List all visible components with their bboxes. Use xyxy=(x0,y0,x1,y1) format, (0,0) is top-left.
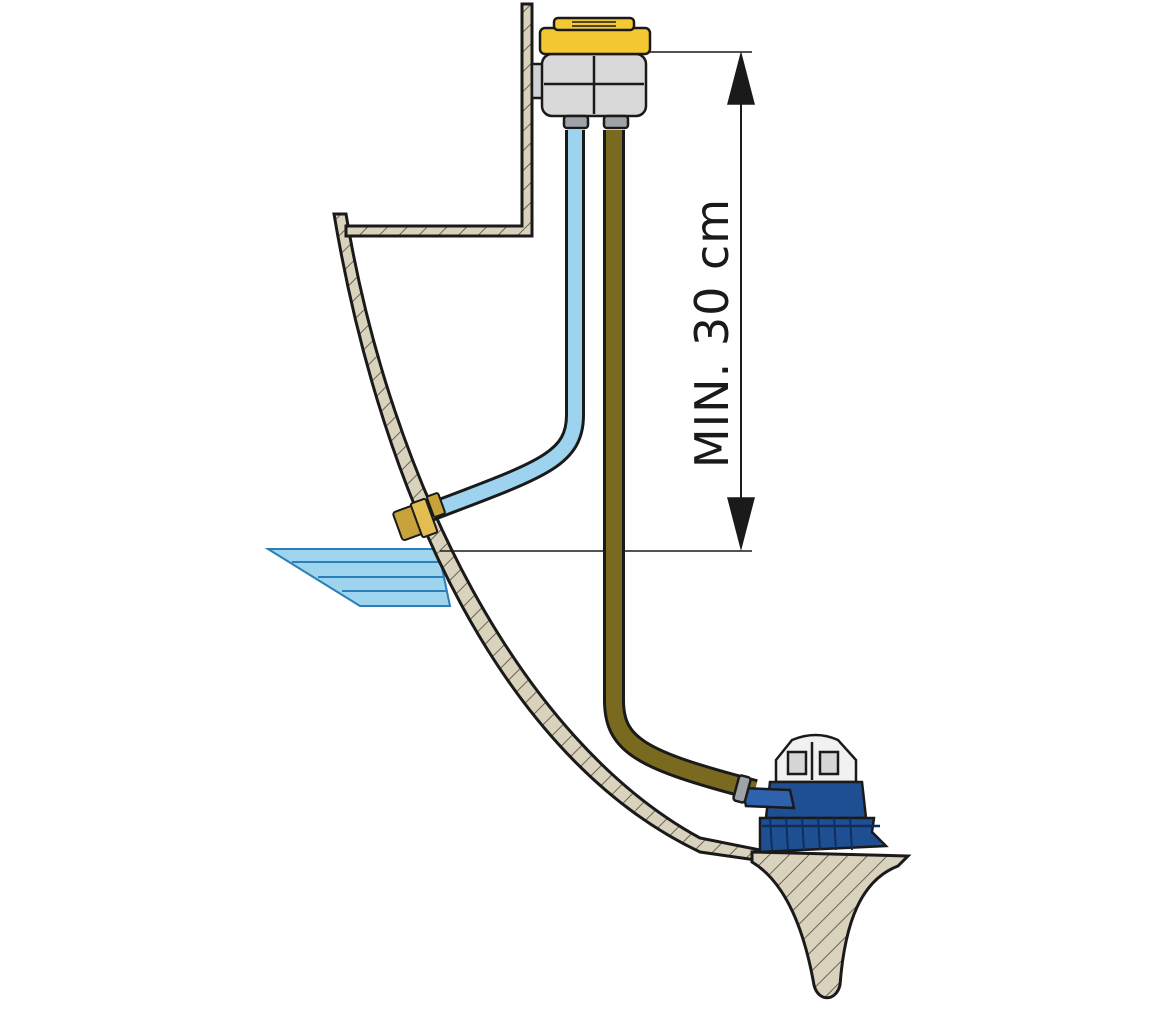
vented-loop-icon xyxy=(530,16,652,130)
through-hull-fitting-icon xyxy=(392,492,446,542)
arrow-down-icon xyxy=(727,497,755,551)
outlet-hose xyxy=(603,130,758,801)
bulkhead-wall xyxy=(344,2,534,238)
water-surface xyxy=(264,548,452,607)
dimension-lines xyxy=(440,51,755,552)
keel xyxy=(750,850,912,1000)
inlet-hose xyxy=(426,130,585,522)
arrow-up-icon xyxy=(727,51,755,105)
min-height-label: MIN. 30 cm xyxy=(685,197,739,469)
bilge-pump-icon xyxy=(732,733,889,854)
